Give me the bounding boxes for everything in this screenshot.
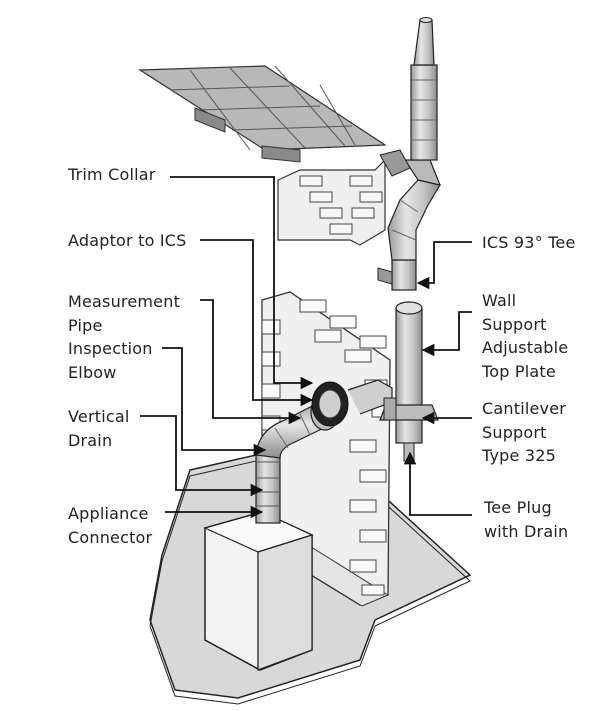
roof-panel <box>138 65 387 163</box>
label-vertical-drain: Vertical Drain <box>68 407 130 450</box>
leader-lines <box>140 176 472 519</box>
leader-inspection-elbow <box>162 347 267 457</box>
leader-ics-tee <box>416 241 472 290</box>
flue-pipe-system <box>255 379 393 524</box>
label-appliance-connector: Appliance Connector <box>68 504 153 547</box>
label-inspection-elbow: Inspection Elbow <box>68 339 153 382</box>
upper-wall <box>277 158 386 246</box>
label-ics-tee: ICS 93° Tee <box>482 233 576 252</box>
label-tee-plug: Tee Plug with Drain <box>484 498 569 541</box>
leader-tee-plug <box>403 451 472 516</box>
appliance-box <box>203 511 314 671</box>
label-wall-support: Wall Support Adjustable Top Plate <box>482 291 569 381</box>
label-cantilever-support: Cantilever Support Type 325 <box>482 399 567 465</box>
leader-trim-collar <box>170 176 314 390</box>
label-adaptor-to-ics: Adaptor to ICS <box>68 231 187 250</box>
label-measurement-pipe: Measurement Pipe <box>68 292 181 335</box>
leader-adaptor-to-ics <box>200 239 314 407</box>
leader-vertical-drain <box>140 415 264 497</box>
leader-wall-support <box>421 311 472 357</box>
leader-measurement-pipe <box>200 299 302 425</box>
label-trim-collar: Trim Collar <box>68 165 156 184</box>
